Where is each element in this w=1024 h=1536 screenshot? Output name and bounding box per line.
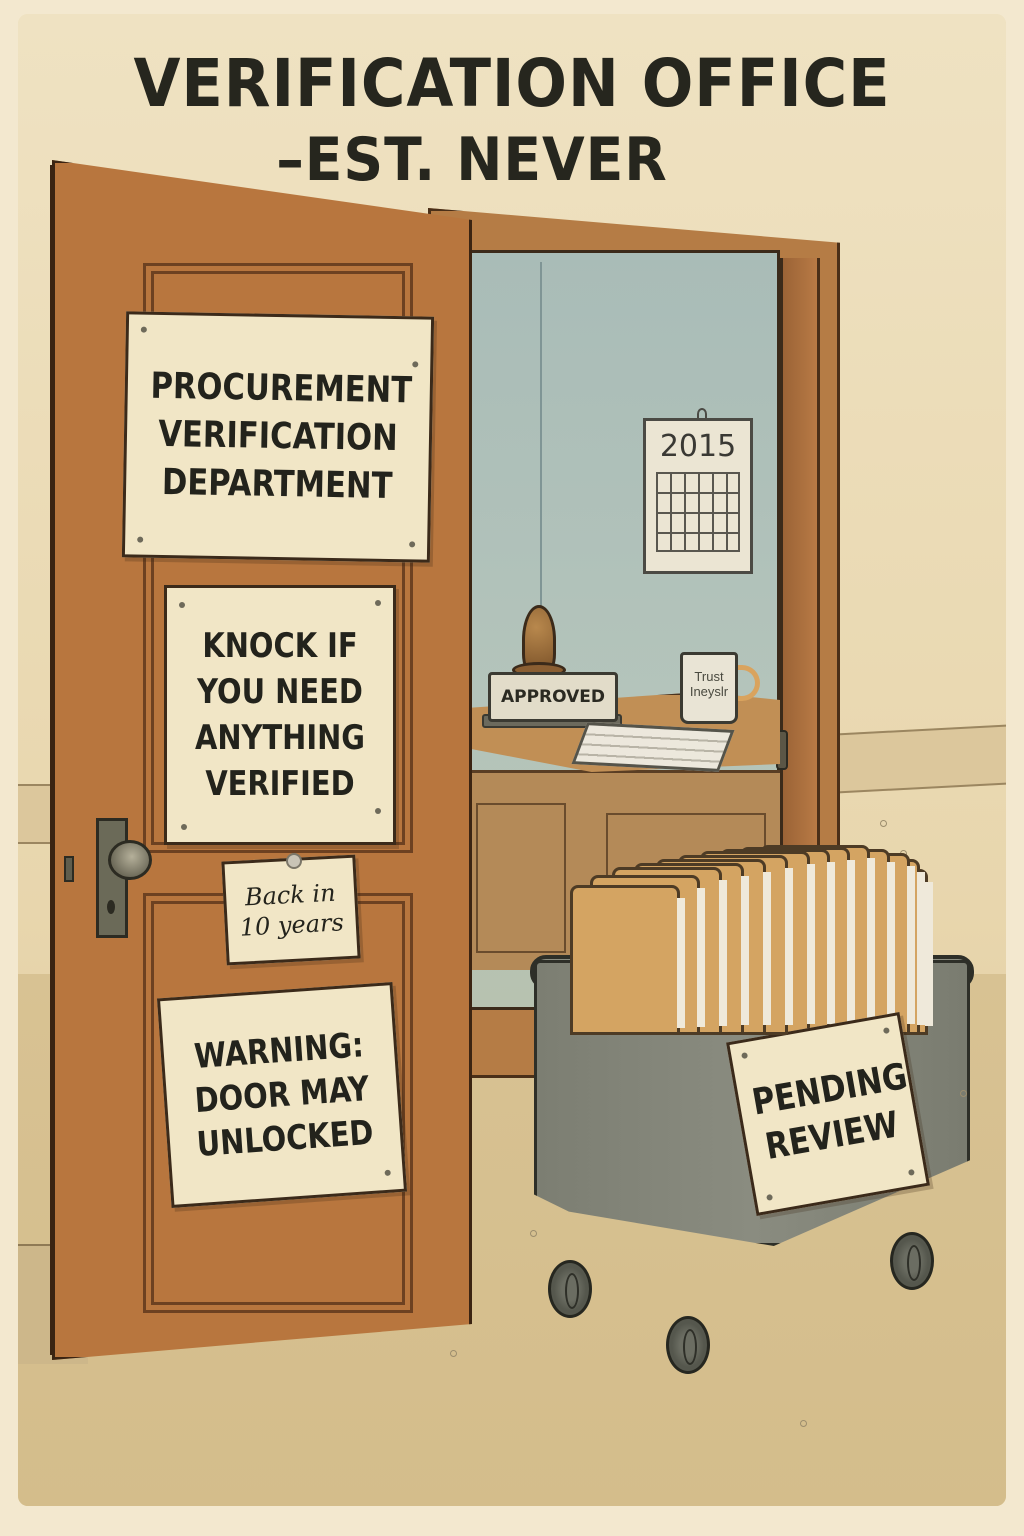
- sign-line: DEPARTMENT: [161, 461, 393, 508]
- calendar-year: 2015: [659, 429, 737, 464]
- title-line-1: VERIFICATION OFFICE: [133, 45, 891, 122]
- screw-icon: [375, 808, 381, 814]
- pushpin-icon: [286, 853, 302, 869]
- screw-icon: [412, 361, 419, 368]
- screw-icon: [179, 602, 185, 608]
- screw-icon: [384, 1169, 391, 1177]
- calendar-icon: 2015: [643, 418, 753, 574]
- sign-line: ANYTHING: [194, 718, 366, 758]
- sign-line: 10 years: [239, 908, 345, 942]
- mug-icon: Trust Ineyslr: [680, 652, 738, 724]
- dust-speck: [530, 1230, 537, 1237]
- doorknob-icon[interactable]: [108, 840, 152, 880]
- sign-procurement-department: PROCUREMENT VERIFICATION DEPARTMENT: [121, 311, 435, 563]
- folder-stack: [570, 845, 950, 1035]
- dust-speck: [800, 1420, 807, 1427]
- dust-speck: [450, 1350, 457, 1357]
- screw-icon: [882, 1027, 890, 1035]
- keyhole-icon: [107, 900, 115, 914]
- sign-knock: KNOCK IF YOU NEED ANYTHING VERIFIED: [164, 585, 396, 845]
- notepad-icon: [571, 722, 735, 772]
- wheel-icon: [890, 1232, 934, 1290]
- sign-back-in-10-years: Back in 10 years: [221, 854, 361, 966]
- sign-pending-review: PENDING REVIEW: [726, 1012, 930, 1216]
- latch-icon: [64, 856, 74, 882]
- sign-warning: WARNING: DOOR MAY UNLOCKED: [156, 982, 408, 1208]
- sign-line: YOU NEED: [197, 672, 363, 712]
- screw-icon: [375, 600, 381, 606]
- screw-icon: [907, 1168, 915, 1176]
- screw-icon: [137, 536, 144, 543]
- stamp-label: APPROVED: [500, 687, 606, 707]
- wainscot-right: [838, 724, 1006, 794]
- screw-icon: [766, 1193, 774, 1201]
- screw-icon: [140, 326, 147, 333]
- desk-panel: [476, 803, 566, 953]
- poster-title: VERIFICATION OFFICE –EST. NEVER: [18, 44, 1006, 196]
- sign-line: VERIFIED: [205, 764, 355, 804]
- wheel-icon: [666, 1316, 710, 1374]
- sign-line: VERIFICATION: [157, 413, 399, 460]
- sign-line: KNOCK IF: [202, 626, 358, 666]
- wall-corner-line: [540, 262, 542, 702]
- mug-handle: [734, 665, 760, 701]
- folder-icon: [570, 885, 685, 1035]
- mug-text-2: Ineyslr: [689, 684, 729, 699]
- mug-text-1: Trust: [694, 669, 724, 684]
- sign-line: PROCUREMENT: [150, 365, 413, 412]
- dust-speck: [960, 1090, 967, 1097]
- screw-icon: [181, 824, 187, 830]
- dust-speck: [880, 820, 887, 827]
- screw-icon: [741, 1052, 749, 1060]
- wheel-icon: [548, 1260, 592, 1318]
- screw-icon: [409, 541, 416, 548]
- calendar-grid: [656, 472, 740, 552]
- title-line-2: –EST. NEVER: [276, 125, 668, 195]
- rubber-stamp-icon: APPROVED: [488, 672, 618, 722]
